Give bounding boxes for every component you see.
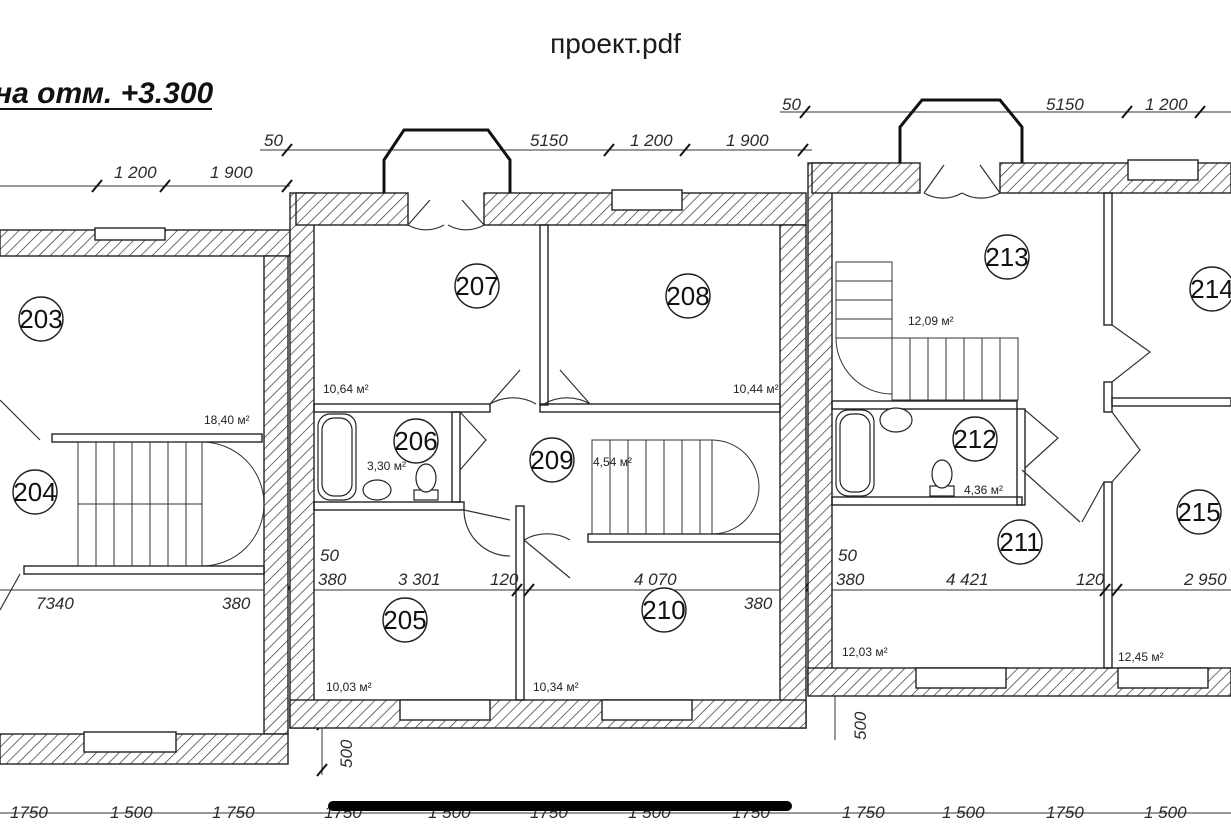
dimension-lines (0, 111, 1231, 814)
svg-text:212: 212 (953, 424, 996, 454)
svg-text:3 301: 3 301 (398, 570, 441, 589)
svg-text:1750: 1750 (10, 803, 48, 822)
svg-text:18,40 м²: 18,40 м² (204, 413, 250, 427)
document-title-bar (0, 0, 1231, 70)
bathroom-fixtures (317, 407, 955, 501)
svg-text:12,09 м²: 12,09 м² (908, 314, 954, 328)
partitions (23, 192, 1231, 701)
svg-text:211: 211 (999, 527, 1040, 557)
room-215: 215 12,45 м² (1118, 489, 1222, 664)
svg-text:1 200: 1 200 (1145, 95, 1188, 114)
svg-text:500: 500 (337, 739, 356, 768)
svg-text:1 200: 1 200 (114, 163, 157, 182)
doors (0, 164, 1152, 611)
room-206: 206 3,30 м² (367, 418, 439, 473)
svg-text:204: 204 (13, 477, 56, 507)
svg-text:10,03 м²: 10,03 м² (326, 680, 372, 694)
svg-text:213: 213 (985, 242, 1028, 272)
svg-text:50: 50 (264, 131, 283, 150)
svg-text:50: 50 (320, 546, 339, 565)
svg-text:10,34 м²: 10,34 м² (533, 680, 579, 694)
svg-text:500: 500 (851, 711, 870, 740)
room-208: 208 10,44 м² (665, 273, 779, 396)
room-205: 205 10,03 м² (326, 597, 428, 694)
svg-text:12,45 м²: 12,45 м² (1118, 650, 1164, 664)
room-211: 211 12,03 м² (842, 519, 1043, 659)
svg-text:203: 203 (19, 304, 62, 334)
svg-text:1 900: 1 900 (210, 163, 253, 182)
svg-text:1 500: 1 500 (942, 803, 985, 822)
svg-text:12,03 м²: 12,03 м² (842, 645, 888, 659)
svg-text:206: 206 (394, 426, 437, 456)
bay-windows (382, 98, 1024, 193)
svg-text:10,64 м²: 10,64 м² (323, 382, 369, 396)
windows (83, 159, 1209, 753)
room-203: 203 18,40 м² (18, 296, 250, 427)
svg-text:10,44 м²: 10,44 м² (733, 382, 779, 396)
svg-text:1750: 1750 (1046, 803, 1084, 822)
svg-text:380: 380 (222, 594, 251, 613)
svg-text:1 500: 1 500 (110, 803, 153, 822)
room-204: 204 (12, 469, 58, 515)
stairs (77, 261, 1019, 567)
svg-text:380: 380 (318, 570, 347, 589)
svg-text:4 421: 4 421 (946, 570, 989, 589)
svg-text:214: 214 (1190, 274, 1231, 304)
svg-text:205: 205 (383, 605, 426, 635)
svg-text:50: 50 (838, 546, 857, 565)
svg-text:208: 208 (666, 281, 709, 311)
document-title: проект.pdf (550, 28, 681, 59)
svg-text:3,30 м²: 3,30 м² (367, 459, 406, 473)
room-213: 213 12,09 м² (908, 234, 1030, 328)
svg-text:5150: 5150 (1046, 95, 1084, 114)
svg-text:380: 380 (836, 570, 865, 589)
room-markers: 203 18,40 м² 204 205 10,03 м² 206 3,30 м… (12, 234, 1231, 694)
svg-text:1 750: 1 750 (212, 803, 255, 822)
svg-text:210: 210 (642, 595, 685, 625)
svg-text:209: 209 (530, 445, 573, 475)
svg-text:4,36 м²: 4,36 м² (964, 483, 1003, 497)
svg-text:1 500: 1 500 (1144, 803, 1187, 822)
svg-text:1 900: 1 900 (726, 131, 769, 150)
room-209: 209 4,54 м² (529, 437, 632, 483)
svg-text:4,54 м²: 4,54 м² (593, 455, 632, 469)
svg-text:5150: 5150 (530, 131, 568, 150)
room-214: 214 (1189, 266, 1231, 312)
level-label: на отм. +3.300 (0, 77, 214, 110)
svg-text:215: 215 (1177, 497, 1220, 527)
room-210: 210 10,34 м² (533, 587, 687, 694)
svg-text:4 070: 4 070 (634, 570, 677, 589)
svg-text:120: 120 (490, 570, 519, 589)
svg-text:380: 380 (744, 594, 773, 613)
svg-text:50: 50 (782, 95, 801, 114)
room-212: 212 4,36 м² (952, 416, 1003, 497)
svg-text:1 200: 1 200 (630, 131, 673, 150)
home-indicator[interactable] (328, 801, 792, 811)
room-207: 207 10,64 м² (323, 263, 500, 396)
svg-text:7340: 7340 (36, 594, 74, 613)
svg-text:120: 120 (1076, 570, 1105, 589)
svg-text:2 950: 2 950 (1183, 570, 1227, 589)
svg-text:207: 207 (455, 271, 498, 301)
svg-text:1 750: 1 750 (842, 803, 885, 822)
